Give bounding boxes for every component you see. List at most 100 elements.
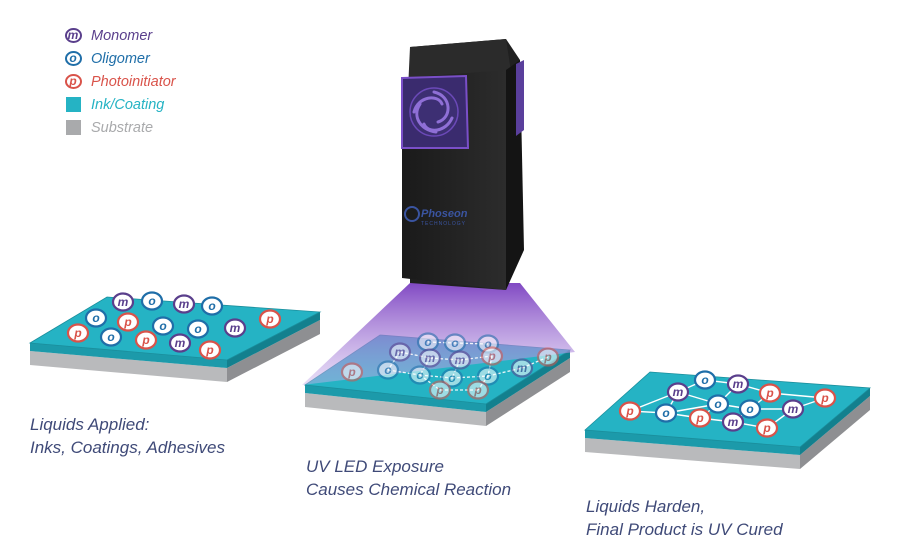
molecule-symbol: m xyxy=(175,336,186,350)
molecule-ring xyxy=(151,316,175,336)
oligomer-molecule: o xyxy=(443,333,467,353)
ink-top-surface xyxy=(584,371,872,448)
brand-subtitle: TECHNOLOGY xyxy=(421,221,466,227)
molecule-symbol: p xyxy=(473,383,481,397)
photoinitiator-molecule: p xyxy=(813,388,837,408)
molecule-ring xyxy=(706,394,730,414)
oligomer-molecule: o xyxy=(440,368,464,388)
molecule-symbol: o xyxy=(107,330,114,344)
caption-line: Final Product is UV Cured xyxy=(586,520,783,539)
molecule-ring xyxy=(781,399,805,419)
molecule-ring xyxy=(688,408,712,428)
brand-swirl-icon xyxy=(404,206,420,222)
molecule-symbol: p xyxy=(123,315,131,329)
molecule-symbol: m xyxy=(517,361,528,375)
molecule-symbol: m xyxy=(425,351,436,365)
molecule-symbol: o xyxy=(484,337,491,351)
oligomer-molecule: o xyxy=(99,327,123,347)
molecule-ring xyxy=(536,347,560,367)
legend-swatch xyxy=(62,95,84,114)
slab-cured xyxy=(584,371,872,469)
molecule-ring xyxy=(134,330,158,350)
molecule-ring xyxy=(84,308,108,328)
oligomer-molecule: o xyxy=(706,394,730,414)
molecule-symbol: o xyxy=(424,335,431,349)
molecule-symbol: p xyxy=(543,350,551,364)
molecule-symbol: o xyxy=(484,369,491,383)
photoinitiator-molecule: p xyxy=(618,401,642,421)
molecule-ring xyxy=(340,362,364,382)
molecule-ring xyxy=(476,366,500,386)
caption-liquids-applied: Liquids Applied: Inks, Coatings, Adhesiv… xyxy=(30,413,225,459)
molecule-symbol: o xyxy=(416,368,423,382)
molecule-ring xyxy=(510,358,534,378)
ink-coating-swatch xyxy=(65,97,81,112)
photoinitiator-molecule: p xyxy=(134,330,158,350)
molecule-symbol: o xyxy=(451,336,458,350)
molecule-ring xyxy=(654,403,678,423)
molecule-ring xyxy=(99,327,123,347)
molecule-symbol: m xyxy=(728,415,739,429)
molecule-symbol: m xyxy=(118,295,129,309)
molecule-ring xyxy=(168,333,192,353)
molecule-symbol: o xyxy=(662,406,669,420)
molecule-symbol: p xyxy=(141,333,149,347)
molecule-symbol: p xyxy=(762,421,770,435)
molecule-ring xyxy=(813,388,837,408)
molecule-symbol: o xyxy=(746,402,753,416)
molecule-ring xyxy=(172,294,196,314)
photoinitiator-molecule: p xyxy=(198,340,222,360)
molecule-symbol: p xyxy=(435,383,443,397)
oligomer-molecule: o xyxy=(738,399,762,419)
brand-name: Phoseon xyxy=(421,208,468,220)
photoinitiator-symbol: p xyxy=(64,74,82,89)
substrate-side-face xyxy=(486,358,570,426)
caption-line: Liquids Harden, xyxy=(586,497,706,516)
substrate-front-face xyxy=(30,351,227,382)
molecule-ring xyxy=(466,380,490,400)
molecule-symbol: m xyxy=(673,385,684,399)
legend-swatch: p xyxy=(62,72,84,91)
molecule-ring xyxy=(758,383,782,403)
lamp-side-accent xyxy=(516,60,524,136)
oligomer-molecule: o xyxy=(140,291,164,311)
legend-label: Ink/Coating xyxy=(91,96,165,113)
ink-side-face xyxy=(227,312,320,368)
substrate-front-face xyxy=(305,393,486,426)
molecule-ring xyxy=(755,418,779,438)
molecule-symbol: p xyxy=(347,365,355,379)
monomer-molecule: m xyxy=(172,294,196,314)
uv-light-beam xyxy=(302,283,575,385)
oligomer-molecule: o xyxy=(476,366,500,386)
molecule-ring xyxy=(200,296,224,316)
photoinitiator-molecule: p xyxy=(536,347,560,367)
legend-swatch: m xyxy=(62,26,84,45)
caption-line: Liquids Applied: xyxy=(30,415,150,434)
legend-label: Photoinitiator xyxy=(91,73,176,90)
monomer-molecule: m xyxy=(781,399,805,419)
photoinitiator-molecule: p xyxy=(480,346,504,366)
photoinitiator-molecule: p xyxy=(688,408,712,428)
caption-line: Inks, Coatings, Adhesives xyxy=(30,438,225,457)
oligomer-molecule: o xyxy=(186,319,210,339)
molecule-ring xyxy=(448,350,472,370)
molecule-symbol: p xyxy=(765,386,773,400)
monomer-molecule: m xyxy=(223,318,247,338)
molecule-ring xyxy=(726,374,750,394)
legend-label: Monomer xyxy=(91,27,153,44)
molecule-ring xyxy=(66,323,90,343)
photoinitiator-molecule: p xyxy=(116,312,140,332)
photoinitiator-molecule: p xyxy=(66,323,90,343)
molecule-ring xyxy=(376,360,400,380)
caption-line: Causes Chemical Reaction xyxy=(306,480,512,499)
molecule-symbol: p xyxy=(625,404,633,418)
legend-item-substrate: Substrate xyxy=(62,116,176,139)
molecule-ring xyxy=(618,401,642,421)
molecule-ring xyxy=(140,291,164,311)
swirl-icon-arms xyxy=(412,90,454,134)
